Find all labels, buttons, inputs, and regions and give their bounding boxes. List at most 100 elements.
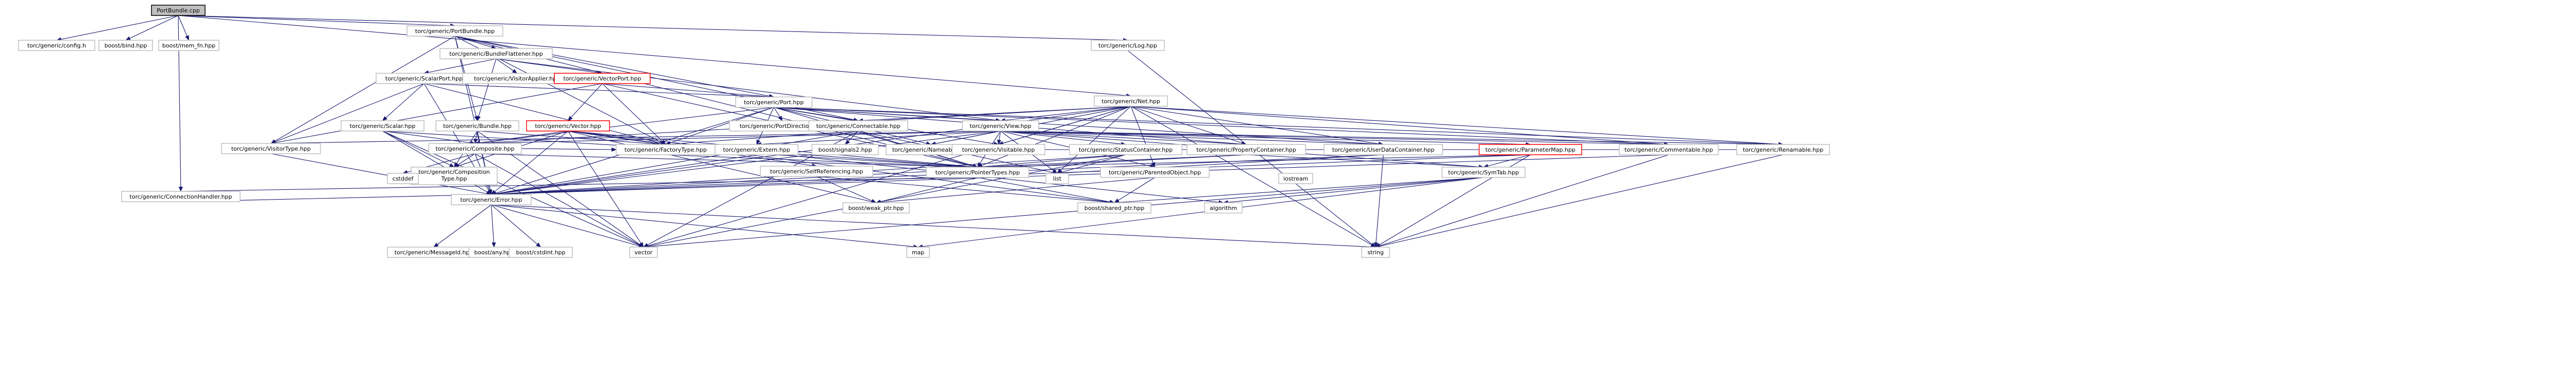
edge-error-to-map [491,204,919,249]
edge-root-to-config [56,15,179,42]
node-userdatacontainer[interactable]: torc/generic/UserDataContainer.hpp [1324,144,1443,155]
edge-commentable-to-string [1375,154,1669,248]
node-box [1187,144,1306,155]
node-label: torc/generic/PropertyContainer.hpp [1196,147,1296,153]
edge-portbundle-to-visitortype [270,36,455,144]
node-stdvector[interactable]: vector [629,247,658,258]
node-msgid[interactable]: torc/generic/MessageId.hpp [387,247,481,258]
edge-selfref-to-sharedptr [816,176,1115,205]
node-composite[interactable]: torc/generic/Composite.hpp [428,143,522,154]
edge-port-to-pointertypes [773,107,978,168]
node-scalarport[interactable]: torc/generic/ScalarPort.hpp [376,73,472,84]
node-factorytype[interactable]: torc/generic/FactoryType.hpp [616,144,716,155]
edge-net-to-userdatacontainer [1130,106,1384,146]
node-bundleflat[interactable]: torc/generic/BundleFlattener.hpp [439,48,553,59]
node-commentable[interactable]: torc/generic/Commentable.hpp [1619,144,1719,155]
edge-error-to-string [491,204,1376,249]
node-visitorapplier[interactable]: torc/generic/VisitorApplier.hpp [462,73,572,84]
node-memfn[interactable]: boost/mem_fn.hpp [158,40,219,51]
edge-connhandler-to-pointertypes [180,175,978,192]
node-symtab[interactable]: torc/generic/SymTab.hpp [1442,167,1526,178]
edge-view-to-extern [756,131,1001,147]
node-label: boost/any.hpp [474,249,514,256]
node-label: torc/generic/Commentable.hpp [1624,147,1713,153]
edge-bundleflat-to-visitorapplier [496,58,518,74]
edge-composite-to-stdvector [474,153,644,248]
node-string[interactable]: string [1361,247,1390,258]
node-label: torc/generic/PortDirection.hpp [740,123,825,129]
node-box [1045,173,1069,184]
node-sharedptr[interactable]: boost/shared_ptr.hpp [1077,202,1151,214]
edge-net-to-renamable [1130,106,1784,147]
node-weakptr[interactable]: boost/weak_ptr.hpp [842,202,910,214]
node-box [221,143,321,154]
node-connectable[interactable]: torc/generic/Connectable.hpp [808,120,908,132]
node-pointertypes[interactable]: torc/generic/PointerTypes.hpp [926,167,1029,178]
node-box [926,167,1029,178]
edge-vector-to-algorithm [568,131,1224,204]
node-label: torc/generic/ConnectionHandler.hpp [130,193,232,200]
node-log[interactable]: torc/generic/Log.hpp [1091,40,1165,51]
edge-extern-to-error [490,154,757,196]
node-port[interactable]: torc/generic/Port.hpp [735,96,812,108]
node-bundle[interactable]: torc/generic/Bundle.hpp [435,120,519,132]
edge-scalarport-to-factorytype [423,83,666,145]
node-label: torc/generic/StatusContainer.hpp [1079,147,1173,153]
node-connhandler[interactable]: torc/generic/ConnectionHandler.hpp [121,191,241,202]
node-label: torc/generic/VectorPort.hpp [563,75,641,82]
edge-renamable-to-string [1375,154,1784,248]
edge-view-to-visitortype [270,131,1001,145]
edge-composite-to-comptype [453,153,476,168]
node-view[interactable]: torc/generic/View.hpp [962,120,1039,132]
node-any[interactable]: boost/any.hpp [468,247,520,258]
node-box [151,5,206,16]
node-parentedobj[interactable]: torc/generic/ParentedObject.hpp [1100,167,1210,178]
node-iostream[interactable]: iostream [1278,173,1313,184]
edge-root-to-memfn [178,15,190,41]
node-vector[interactable]: torc/generic/Vector.hpp [526,120,610,132]
node-visitortype[interactable]: torc/generic/VisitorType.hpp [221,143,321,154]
edge-root-to-log [178,15,1128,42]
edge-error-to-msgid [433,204,492,248]
edge-scalar-to-composite [382,131,476,145]
node-cstdint[interactable]: boost/cstdint.hpp [509,247,573,258]
edge-parametermap-to-pointertypes [977,154,1531,169]
node-box [735,96,812,108]
node-algorithm[interactable]: algorithm [1204,202,1243,214]
node-signals2[interactable]: boost/signals2.hpp [811,144,879,155]
node-label: boost/weak_ptr.hpp [849,205,904,212]
node-label: torc/generic/VisitorApplier.hpp [474,75,560,82]
node-root: PortBundle.cpp [151,5,206,16]
node-error[interactable]: torc/generic/Error.hpp [451,194,532,205]
edge-userdatacontainer-to-string [1374,154,1384,248]
node-propertycontainer[interactable]: torc/generic/PropertyContainer.hpp [1187,144,1306,155]
edge-parentedobj-to-sharedptr [1114,177,1155,203]
node-config[interactable]: torc/generic/config.h [18,40,95,51]
node-statuscontainer[interactable]: torc/generic/StatusContainer.hpp [1069,144,1182,155]
node-scalar[interactable]: torc/generic/Scalar.hpp [341,120,425,132]
node-net[interactable]: torc/generic/Net.hpp [1094,95,1168,107]
edge-scalarport-to-visitortype [270,83,425,144]
node-label: torc/generic/Composite.hpp [435,145,514,152]
node-visitable[interactable]: torc/generic/Visitable.hpp [952,144,1045,155]
node-box [1324,144,1443,155]
node-portbundle[interactable]: torc/generic/PortBundle.hpp [406,25,503,37]
node-extern[interactable]: torc/generic/Extern.hpp [715,144,799,155]
edge-view-to-parametermap [1000,131,1531,147]
node-cstddef[interactable]: cstddef [387,173,419,184]
node-list[interactable]: list [1045,173,1069,184]
edge-net-to-pointertypes [977,106,1131,168]
node-box [1100,167,1210,178]
node-vectorport[interactable]: torc/generic/VectorPort.hpp [554,73,651,84]
node-label: torc/generic/Log.hpp [1098,42,1157,49]
node-renamable[interactable]: torc/generic/Renamable.hpp [1736,144,1830,155]
node-parametermap[interactable]: torc/generic/ParameterMap.hpp [1479,144,1582,155]
edge-composite-to-pointertypes [474,153,978,169]
node-map[interactable]: map [906,247,930,258]
node-selfref[interactable]: torc/generic/SelfReferencing.hpp [760,166,873,177]
node-box [428,143,522,154]
node-bind[interactable]: boost/bind.hpp [98,40,153,51]
